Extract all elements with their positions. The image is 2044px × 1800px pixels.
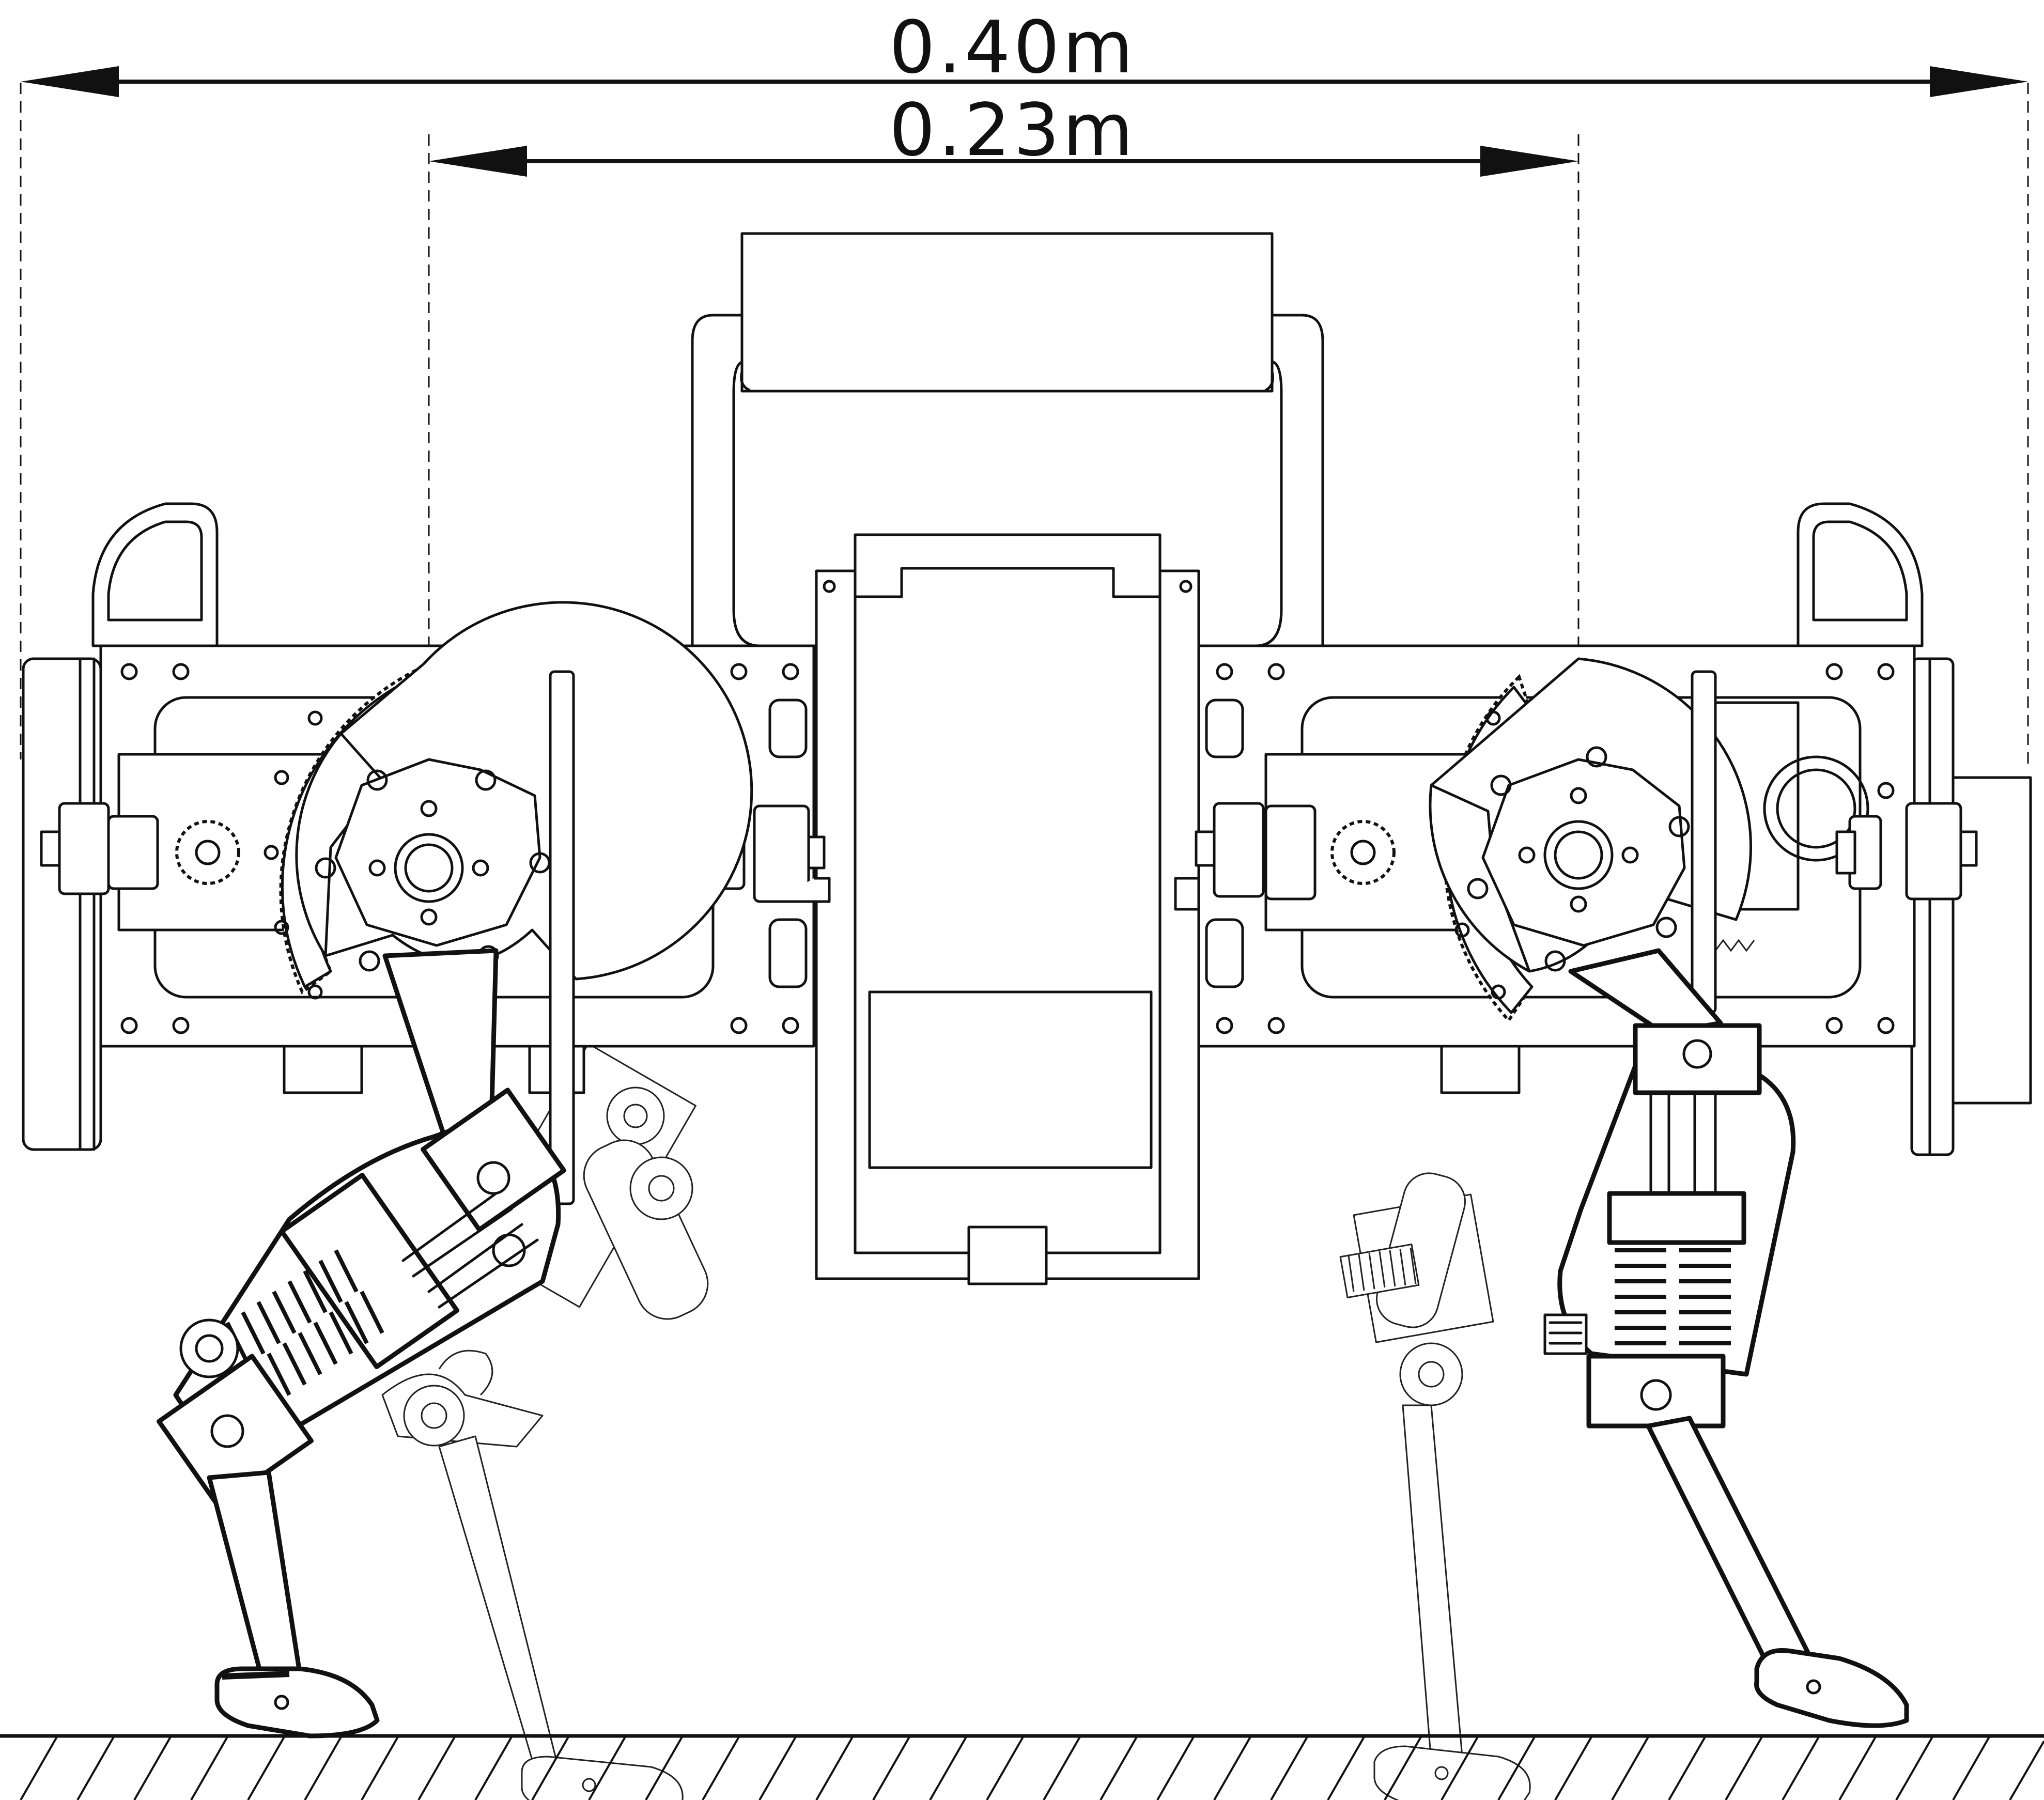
rear-bumper-plate [1910, 657, 2032, 1156]
spring-small-right [1339, 1243, 1420, 1299]
control-board [868, 990, 1153, 1169]
left-pinion-gear [175, 820, 240, 885]
overall-width-label: 0.40m [889, 6, 1136, 90]
arrowhead-right [1930, 66, 2028, 97]
arrowhead-left [21, 66, 119, 97]
rear-handle [1797, 502, 1924, 647]
right-pinion-gear [1330, 820, 1396, 885]
left-hip-disk [295, 601, 753, 981]
dimension-overall-width: 0.40m [20, 6, 2029, 770]
right-hip-disk [1429, 657, 1752, 973]
ground-hatch [0, 1734, 2044, 1800]
left-shank [207, 1470, 305, 1697]
right-foot [1754, 1648, 1909, 1728]
front-bumper-plate [22, 657, 102, 1151]
body-main-housing [815, 533, 1200, 1285]
battery-pack [740, 232, 1274, 393]
arrowhead-hip-right [1480, 146, 1578, 177]
right-link-rod [1691, 670, 1717, 1014]
left-link-rod [549, 670, 575, 1205]
right-spring-coils [1615, 1248, 1731, 1345]
right-shank [1646, 1416, 1821, 1687]
front-handle [91, 502, 219, 647]
power-connector [967, 1225, 1048, 1285]
right-thigh [1568, 948, 1723, 1036]
back-leg-right [1339, 1172, 1531, 1800]
left-foot [214, 1666, 380, 1739]
arrowhead-hip-left [429, 146, 527, 177]
dimension-hip-spacing: 0.23m [428, 88, 1580, 878]
hip-spacing-label: 0.23m [889, 88, 1136, 173]
right-spring-assembly [1543, 1023, 1796, 1429]
